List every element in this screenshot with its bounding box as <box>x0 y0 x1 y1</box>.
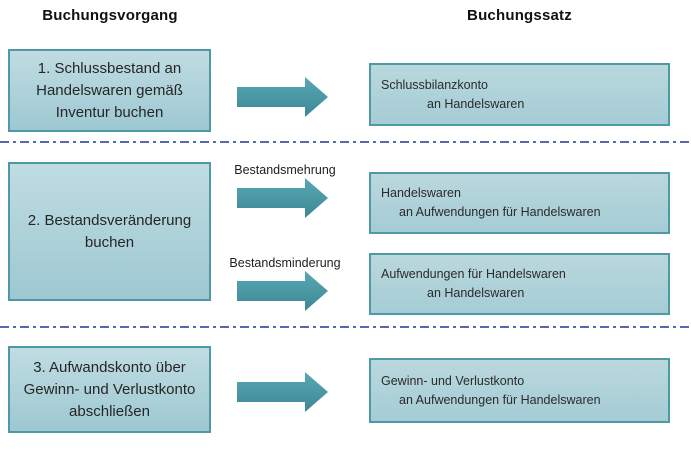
entry-credit-line: an Aufwendungen für Handelswaren <box>399 205 601 219</box>
entry-box-gewinn-verlust: Gewinn- und Verlustkonto an Aufwendungen… <box>369 358 670 423</box>
column-header-buchungssatz: Buchungssatz <box>467 7 572 24</box>
entry-credit-line: an Handelswaren <box>427 286 525 300</box>
right-arrow-icon <box>237 271 328 311</box>
step-box-1: 1. Schlussbestand an Handelswaren gemäß … <box>8 49 211 132</box>
step-box-3-label: 3. Aufwandskonto über Gewinn- und Verlus… <box>23 358 196 420</box>
arrow-label-bestandsminderung: Bestandsminderung <box>229 256 341 270</box>
entry-debit-line: Aufwendungen für Handelswaren <box>381 267 566 281</box>
right-arrow-icon <box>237 178 328 218</box>
entry-credit-line: an Aufwendungen für Handelswaren <box>399 392 601 407</box>
step-box-2-label: 2. Bestandsveränderung buchen <box>27 211 192 251</box>
step-box-1-label: 1. Schlussbestand an Handelswaren gemäß … <box>36 59 183 121</box>
step-box-3: 3. Aufwandskonto über Gewinn- und Verlus… <box>8 346 211 433</box>
entry-box-schlussbilanzkonto: Schlussbilanzkonto an Handelswaren <box>369 63 670 126</box>
entry-credit-line: an Handelswaren <box>427 96 525 111</box>
right-arrow-icon <box>237 77 328 117</box>
entry-box-handelswaren: Handelswaren an Aufwendungen für Handels… <box>369 172 670 234</box>
step-box-2: 2. Bestandsveränderung buchen <box>8 162 211 301</box>
dashed-separator <box>0 141 691 143</box>
entry-box-aufwendungen: Aufwendungen für Handelswaren an Handels… <box>369 253 670 315</box>
entry-debit-line: Handelswaren <box>381 186 461 200</box>
right-arrow-icon <box>237 372 328 412</box>
entry-debit-line: Schlussbilanzkonto <box>381 77 489 92</box>
column-header-buchungsvorgang: Buchungsvorgang <box>42 7 178 24</box>
entry-debit-line: Gewinn- und Verlustkonto <box>381 373 525 388</box>
dashed-separator <box>0 326 691 328</box>
arrow-label-bestandsmehrung: Bestandsmehrung <box>234 163 336 177</box>
